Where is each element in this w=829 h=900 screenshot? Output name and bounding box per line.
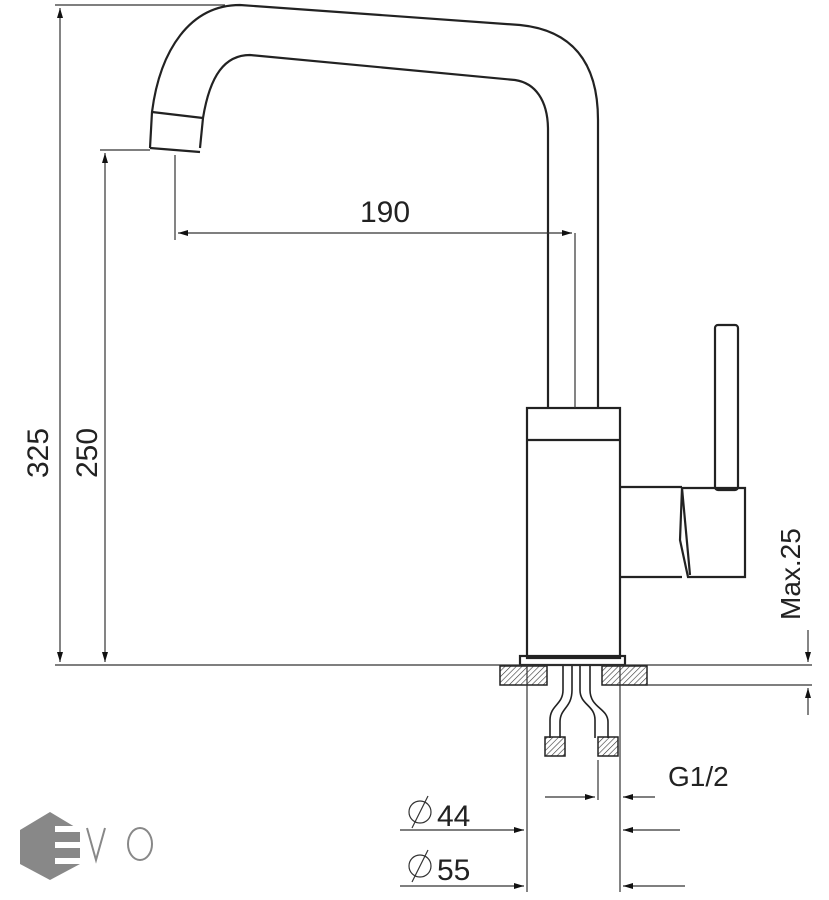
faucet-body [525, 406, 622, 660]
dimension-lines [55, 4, 812, 892]
dim-44-label: 44 [437, 800, 470, 833]
spout [148, 3, 600, 408]
handle-block [678, 486, 747, 579]
evo-logo [20, 812, 153, 880]
dim-325-label: 325 [22, 428, 55, 478]
countertop-section [499, 665, 648, 757]
dim-55-label: 55 [437, 854, 470, 887]
diameter-44: 44 [408, 795, 470, 833]
diameter-icon [408, 854, 432, 878]
handle-lever [713, 323, 740, 492]
dim-190-label: 190 [360, 196, 410, 229]
dim-g12-label: G1/2 [668, 761, 729, 792]
faucet-outline [148, 3, 747, 667]
diameter-icon [408, 800, 432, 824]
dim-250-label: 250 [71, 428, 104, 478]
dim-max25-label: Max.25 [775, 528, 806, 620]
diameter-55: 55 [408, 849, 470, 887]
supply-hoses [549, 666, 609, 738]
